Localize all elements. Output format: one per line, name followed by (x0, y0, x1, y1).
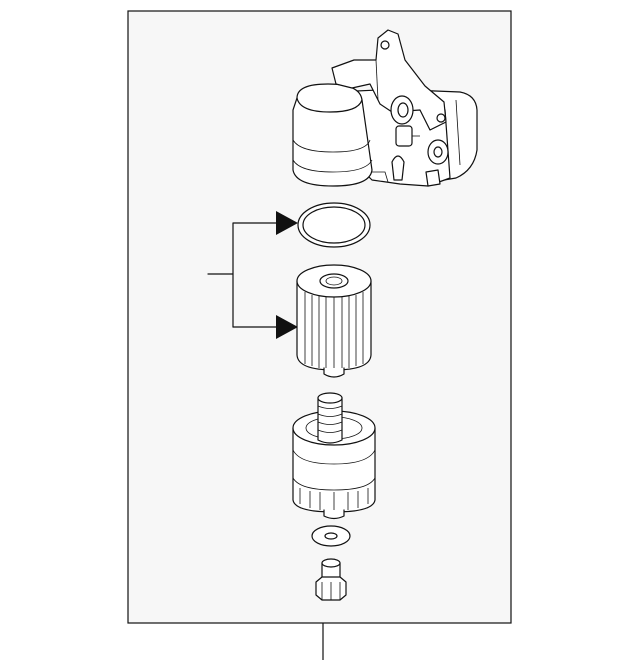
o-ring-seal-icon (297, 202, 371, 248)
filter-element-icon (296, 264, 372, 378)
washer-icon (311, 525, 351, 547)
bolt-icon (315, 558, 347, 601)
arrowhead-icon (276, 315, 298, 339)
callout-bracket (207, 211, 298, 339)
housing-assembly-icon (292, 29, 478, 187)
filter-adapter-icon (292, 392, 376, 520)
arrowhead-icon (276, 211, 298, 235)
